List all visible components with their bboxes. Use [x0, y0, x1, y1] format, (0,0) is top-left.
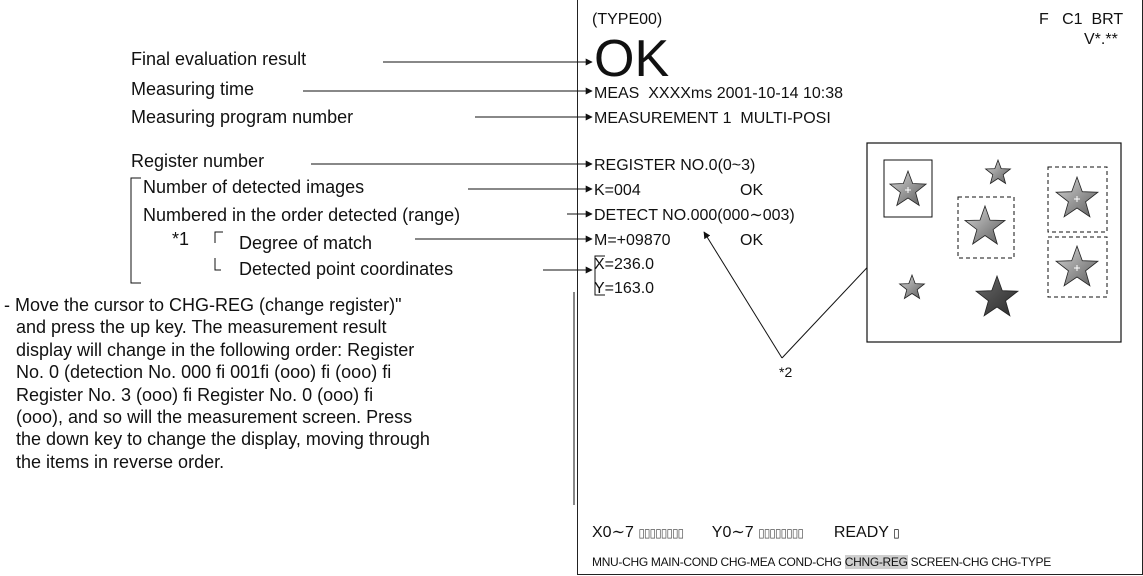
bracket-xy: [594, 255, 605, 296]
note-line: the down key to change the display, movi…: [16, 429, 430, 450]
crosshair-icon: [1074, 265, 1080, 271]
register-line: REGISTER NO.0(0~3): [594, 157, 756, 174]
io-y-indicators: ▯▯▯▯▯▯▯▯: [758, 526, 804, 540]
label-star2: *2: [779, 364, 793, 380]
note-line: and press the up key. The measurement re…: [16, 317, 387, 338]
k-line: K=004: [594, 182, 641, 199]
note-line: - Move the cursor to CHG-REG (change reg…: [4, 295, 402, 315]
star-icon: [984, 158, 1012, 185]
note-line: (ooo), and so will the measurement scree…: [16, 407, 413, 428]
type-label: (TYPE00): [592, 11, 663, 28]
note-line: No. 0 (detection No. 000 fi 001fi (ooo) …: [16, 362, 392, 383]
bracket-outer: [130, 177, 141, 284]
meas-line: MEAS XXXXms 2001-10-14 10:38: [594, 85, 844, 102]
label-final-eval: Final evaluation result: [131, 49, 307, 69]
menu-chg-type[interactable]: CHG-TYPE: [991, 555, 1051, 569]
bracket-inner-2: [214, 258, 221, 271]
m-status: OK: [740, 232, 764, 249]
star-icon: [898, 273, 926, 300]
io-x-label: X0∼7: [592, 524, 634, 541]
menu-mnu-chg[interactable]: MNU-CHG: [592, 555, 648, 569]
note-line: display will change in the following ord…: [16, 339, 415, 360]
k-status: OK: [740, 182, 764, 199]
note-line: the items in reverse order.: [16, 451, 225, 472]
menu-screen-chg[interactable]: SCREEN-CHG: [910, 555, 989, 569]
label-reg-num: Register number: [131, 151, 265, 171]
io-status: X0∼7 ▯▯▯▯▯▯▯▯ Y0∼7 ▯▯▯▯▯▯▯▯ READY ▯: [592, 524, 900, 542]
label-star1: *1: [172, 229, 190, 249]
label-num-detected: Number of detected images: [143, 177, 365, 197]
label-numbered: Numbered in the order detected (range): [143, 205, 461, 225]
menu-cond-chg[interactable]: COND-CHG: [778, 555, 842, 569]
note-text: - Move the cursor to CHG-REG (change reg…: [4, 294, 574, 473]
note-line: Register No. 3 (ooo) fi Register No. 0 (…: [16, 384, 374, 405]
m-line: M=+09870: [594, 232, 671, 249]
label-prog-num: Measuring program number: [131, 107, 354, 127]
ready-label: READY: [833, 524, 889, 541]
y-line: Y=163.0: [594, 280, 655, 297]
detect-line: DETECT NO.000(000∼003): [594, 207, 795, 224]
stars-group: [888, 158, 1100, 317]
star-icon: [974, 274, 1020, 317]
label-coords: Detected point coordinates: [239, 259, 454, 279]
label-degree: Degree of match: [239, 233, 373, 253]
crosshair-icon: [905, 187, 911, 193]
menu-main-cond[interactable]: MAIN-COND: [650, 555, 718, 569]
menu-chg-mea[interactable]: CHG-MEA: [720, 555, 776, 569]
io-y-label: Y0∼7: [711, 524, 754, 541]
label-meas-time: Measuring time: [131, 79, 255, 99]
star-icon: [963, 204, 1007, 245]
io-x-indicators: ▯▯▯▯▯▯▯▯: [638, 526, 684, 540]
selection-box: [883, 159, 933, 218]
crosshair-icon: [1074, 196, 1080, 202]
status-right: F C1 BRT: [1039, 11, 1124, 28]
arrow-star2-left: [703, 231, 783, 359]
measurement-line: MEASUREMENT 1 MULTI-POSI: [594, 110, 831, 127]
result-ok: OK: [594, 30, 670, 88]
x-line: X=236.0: [594, 256, 655, 273]
version-label: V*.**: [1084, 31, 1118, 48]
bracket-inner: [214, 231, 223, 243]
menu-chng-reg[interactable]: CHNG-REG: [844, 555, 908, 569]
ready-indicator-icon: ▯: [893, 526, 900, 540]
